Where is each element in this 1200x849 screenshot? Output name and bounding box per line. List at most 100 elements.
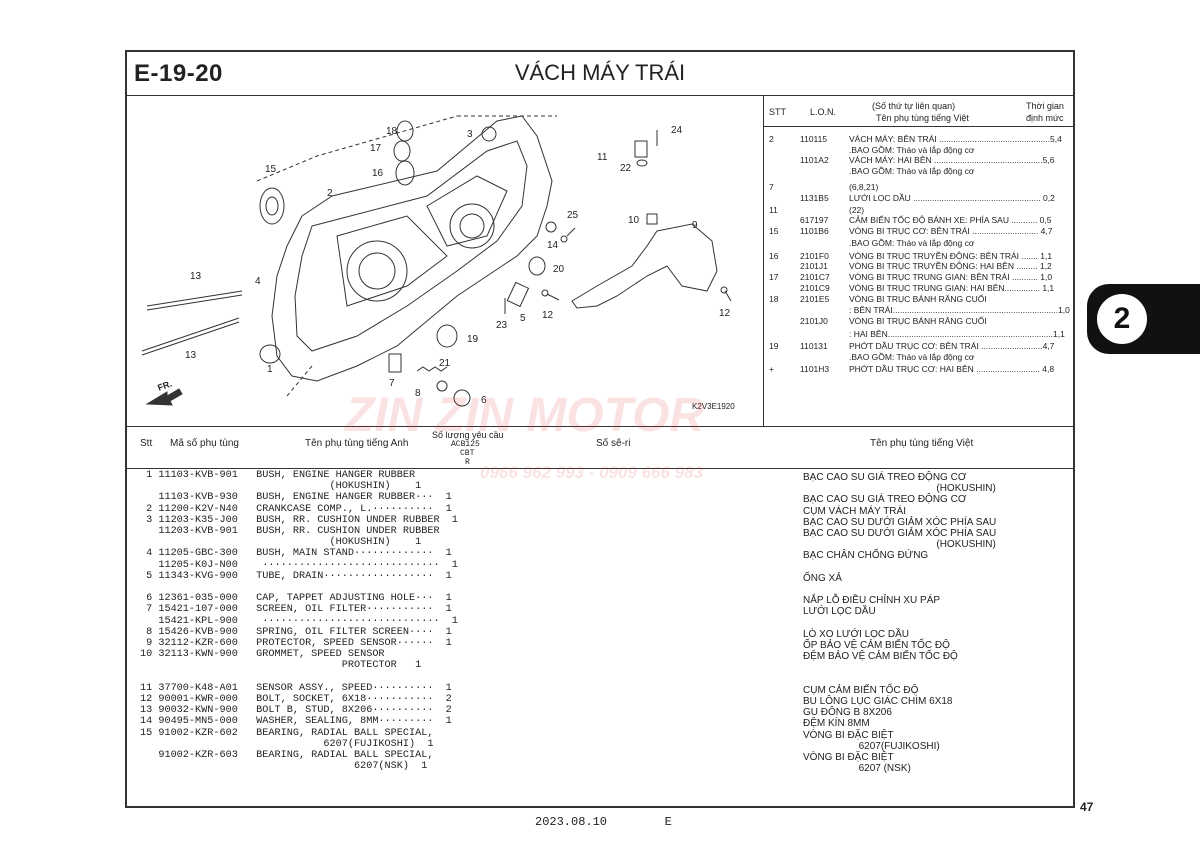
col-quantity: Số lượng yêu cầu [432, 430, 504, 440]
parts-row: 14 90495-MN5-000 WASHER, SEALING, 8MM···… [140, 716, 452, 728]
vietnamese-name: BẠC CAO SU DƯỚI GIẢM XÓC PHÍA SAU [803, 528, 997, 539]
lon-desc: (22) [849, 205, 865, 215]
parts-row: 6207(NSK) 1 [140, 761, 428, 773]
lon-desc: .BAO GỒM: Tháo và lắp động cơ [849, 145, 975, 155]
svg-text:19: 19 [467, 334, 479, 345]
parts-row: 2 11200-K2V-N40 CRANKCASE COMP., L.·····… [140, 503, 452, 515]
footer: 2023.08.10 E [535, 815, 672, 829]
lon-desc: : HAI BÊN...............................… [849, 329, 1065, 339]
lon-desc: VÒNG BI TRỤC TRUNG GIAN: BÊN TRÁI ......… [849, 272, 1053, 282]
svg-text:4: 4 [255, 276, 261, 287]
lon-header-time2: định mức [1026, 113, 1064, 123]
footer-date: 2023.08.10 [535, 815, 608, 829]
lon-stt: 16 [769, 251, 779, 261]
col-part-number: Mã số phụ tùng [170, 438, 239, 449]
vietnamese-name: ỐP BẢO VỆ CẢM BIẾN TỐC ĐỘ [803, 640, 950, 651]
vietnamese-name: NẮP LỖ ĐIỀU CHỈNH XU PÁP [803, 595, 941, 607]
vietnamese-name: 6207 (NSK) [803, 763, 911, 775]
lon-desc: PHỚT DẦU TRỤC CƠ: BÊN TRÁI .............… [849, 341, 1055, 351]
parts-row: PROTECTOR 1 [140, 660, 422, 672]
col-serial: Số sê-ri [596, 438, 631, 449]
lon-stt: 2 [769, 134, 774, 144]
lon-code: 1131B5 [800, 193, 829, 203]
svg-text:12: 12 [719, 308, 731, 319]
lon-desc: CẢM BIẾN TỐC ĐỘ BÁNH XE: PHÍA SAU ......… [849, 215, 1052, 225]
lon-code: 1101A2 [800, 155, 829, 165]
svg-text:10: 10 [628, 215, 640, 226]
page-number: 47 [1080, 800, 1094, 814]
parts-row [140, 582, 458, 593]
page-frame [125, 50, 1075, 808]
model-cbt: CBT [460, 449, 475, 458]
parts-row: 91002-KZR-603 BEARING, RADIAL BALL SPECI… [140, 750, 434, 762]
lon-code: 2101C9 [800, 283, 830, 293]
vietnamese-name: BẠC CHÂN CHỐNG ĐỨNG [803, 550, 929, 562]
svg-text:9: 9 [692, 220, 698, 231]
vietnamese-name: (HOKUSHIN) [803, 539, 996, 551]
lon-stt: 17 [769, 272, 779, 282]
vietnamese-name: VÒNG BI ĐẶC BIỆT [803, 729, 894, 741]
parts-row: 3 11203-K35-J00 BUSH, RR. CUSHION UNDER … [140, 514, 458, 526]
lon-code: 2101F0 [800, 251, 829, 261]
svg-text:7: 7 [389, 378, 395, 389]
parts-row: 13 90032-KWN-900 BOLT B, STUD, 8X206····… [140, 705, 452, 717]
lon-desc: LƯỚI LỌC DẦU ...........................… [849, 193, 1055, 203]
svg-text:13: 13 [190, 271, 202, 282]
col-vietnamese-name: Tên phụ tùng tiếng Việt [870, 438, 974, 449]
svg-text:18: 18 [386, 126, 398, 137]
svg-text:23: 23 [496, 320, 508, 331]
vietnamese-name: BẠC CAO SU DƯỚI GIẢM XÓC PHÍA SAU [803, 516, 997, 528]
svg-text:5: 5 [520, 313, 526, 324]
parts-row: 6 12361-035-000 CAP, TAPPET ADJUSTING HO… [140, 593, 452, 605]
parts-row: 11203-KVB-901 BUSH, RR. CUSHION UNDER RU… [140, 526, 440, 538]
svg-text:2: 2 [327, 188, 333, 199]
parts-row: 5 11343-KVG-900 TUBE, DRAIN·············… [140, 570, 452, 582]
vietnamese-name: GU ĐÔNG B 8X206 [803, 707, 892, 719]
lon-code: 2101E5 [800, 294, 830, 304]
lon-desc: VÒNG BI TRỤC TRUYỀN ĐỘNG: BÊN TRÁI .....… [849, 251, 1053, 261]
parts-list: 1 11103-KVB-901 BUSH, ENGINE HANGER RUBB… [140, 470, 458, 772]
lon-code: 110115 [800, 134, 828, 144]
watermark-brand: ZIN ZIN MOTOR [345, 389, 705, 442]
svg-text:25: 25 [567, 210, 579, 221]
vietnamese-name: LƯỚI LỌC DẦU [803, 606, 876, 618]
vietnamese-name: CỤM VÁCH MÁY TRÁI [803, 505, 906, 517]
svg-text:12: 12 [542, 310, 554, 321]
lon-header-stt: STT [769, 107, 786, 117]
parts-row: 12 90001-KWR-000 BOLT, SOCKET, 6X18·····… [140, 694, 452, 706]
lon-stt: 15 [769, 226, 779, 236]
vietnamese-name: BẠC CAO SU GIÁ TREO ĐỘNG CƠ [803, 472, 967, 483]
parts-row: (HOKUSHIN) 1 [140, 537, 422, 549]
col-english-name: Tên phụ tùng tiếng Anh [305, 438, 409, 449]
page-title: VÁCH MÁY TRÁI [514, 60, 686, 85]
lon-code: 1101H3 [800, 364, 830, 374]
vietnamese-name: BU LÔNG LỤC GIÁC CHÌM 6X18 [803, 696, 953, 707]
vietnamese-name: LÒ XO LƯỚI LỌC DẦU [803, 628, 910, 640]
lon-stt: 11 [769, 205, 778, 215]
watermark-phone: 0966 962 993 - 0909 666 983 [480, 463, 704, 482]
lon-desc: VÒNG BI TRỤC CƠ: BÊN TRÁI ..............… [849, 226, 1053, 236]
lon-code: 2101J1 [800, 261, 828, 271]
divider [126, 95, 1074, 96]
parts-row [140, 672, 458, 683]
lon-code: 1101B6 [800, 226, 829, 236]
lon-code: 617197 [800, 215, 829, 225]
model-code: ACB125 [451, 440, 480, 449]
lon-header-desc2: Tên phụ tùng tiếng Việt [876, 113, 969, 123]
lon-desc: .BAO GỒM: Tháo và lắp động cơ [849, 166, 975, 176]
lon-desc: VÒNG BI TRỤC BÁNH RĂNG CUỐI [849, 294, 987, 304]
svg-text:3: 3 [467, 129, 473, 140]
parts-row: 4 11205-GBC-300 BUSH, MAIN STAND········… [140, 548, 452, 560]
lon-stt: 7 [769, 182, 774, 192]
svg-text:16: 16 [372, 168, 384, 179]
lon-code: 110131 [800, 341, 828, 351]
model-r: R [465, 458, 470, 467]
svg-text:15: 15 [265, 164, 277, 175]
lon-desc: VÁCH MÁY: BÊN TRÁI .....................… [849, 134, 1062, 144]
lon-desc: .BAO GỒM: Tháo và lắp động cơ [849, 352, 975, 362]
divider [126, 468, 1074, 469]
lon-header-lon: L.O.N. [810, 107, 837, 117]
lon-code: 2101J0 [800, 316, 828, 326]
vietnamese-name: ĐỆM BẢO VỆ CẢM BIẾN TỐC ĐỘ [803, 651, 958, 663]
vietnamese-name: 6207(FUJIKOSHI) [803, 740, 940, 752]
